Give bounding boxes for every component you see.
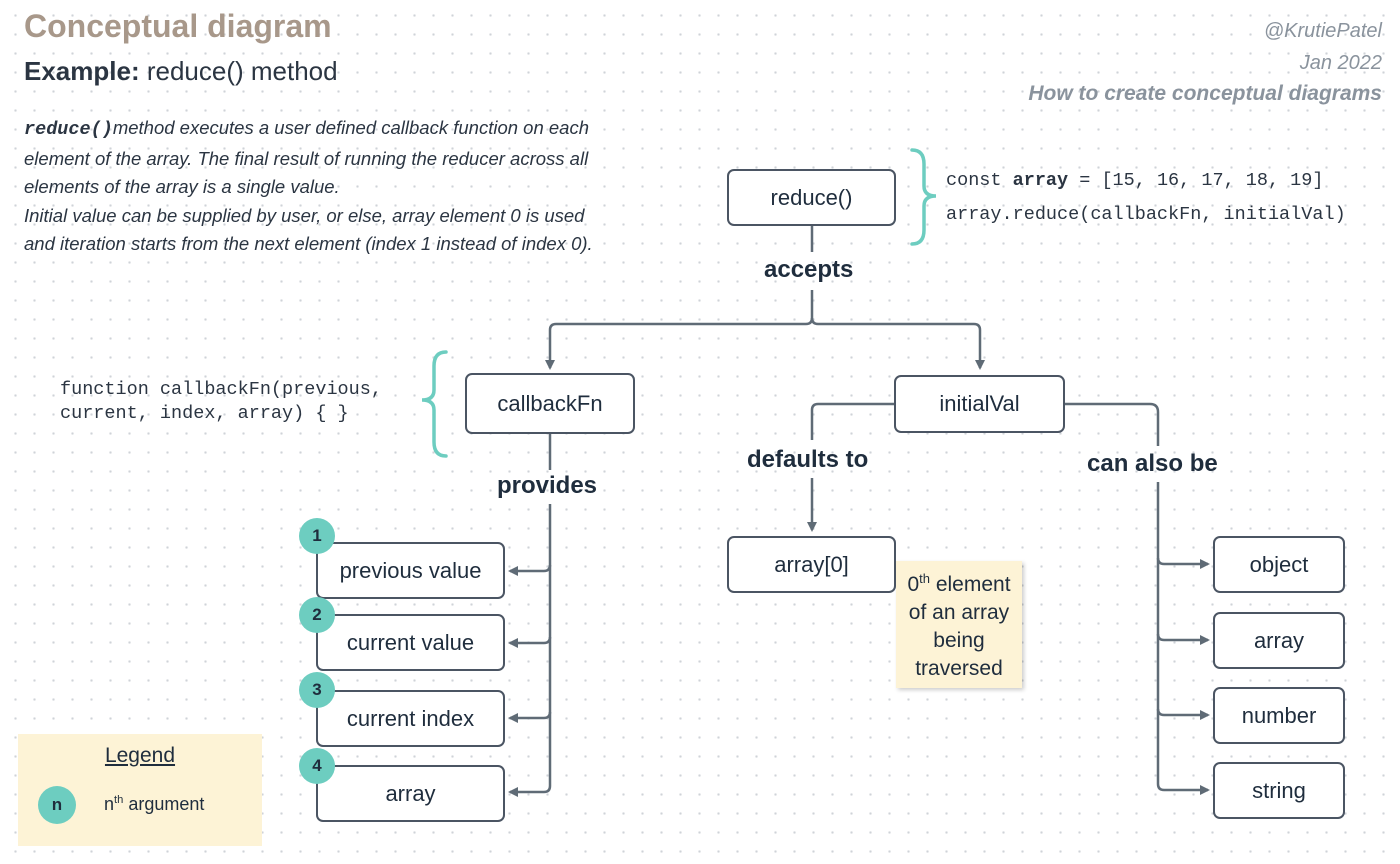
code-callback: function callbackFn(previous, current, i… (60, 378, 382, 426)
edge-type-object (1156, 557, 1210, 569)
node-arg-current-index: current index (316, 690, 505, 747)
badge-arg-1: 1 (299, 518, 335, 554)
sticky-note: 0th element of an array being traversed (896, 561, 1022, 688)
edge-type-number (1156, 708, 1210, 720)
page-subtitle: Example: reduce() method (24, 56, 338, 87)
legend-title: Legend (104, 744, 176, 767)
description-line-4: Initial value can be supplied by user, o… (24, 204, 585, 226)
node-type-array: array (1213, 612, 1345, 669)
code-callback-line-2: current, index, array) { } (60, 403, 349, 424)
edge-accepts-split (545, 290, 814, 370)
code-reduce: const array = [15, 16, 17, 18, 19] array… (946, 164, 1346, 232)
description-line-2: element of the array. The final result o… (24, 147, 589, 169)
legend-text-rest: argument (123, 794, 205, 814)
code-array-name: array (1012, 170, 1069, 191)
author-handle: @KrutiePatel (1263, 20, 1382, 42)
label-defaults-to: defaults to (747, 446, 869, 473)
node-type-string: string (1213, 762, 1345, 819)
legend-text-n: n (104, 794, 115, 814)
description-line-3: elements of the array is a single value. (24, 176, 340, 197)
note-line-3: being (933, 629, 985, 652)
node-type-number: number (1213, 687, 1345, 744)
node-initialval: initialVal (894, 375, 1065, 433)
series-title: How to create conceptual diagrams (1028, 82, 1382, 105)
legend-badge: n (38, 786, 76, 824)
edge-arg2 (508, 636, 552, 648)
note-line-1: element (930, 573, 1011, 596)
legend: Legend n nth argument (18, 734, 262, 846)
node-arg-current-value: current value (316, 614, 505, 671)
page-title: Conceptual diagram (24, 8, 332, 44)
edge-type-array (1156, 633, 1210, 645)
badge-arg-4: 4 (299, 748, 335, 784)
description-line-1: method executes a user defined callback … (112, 117, 589, 138)
code-callback-line-1: function callbackFn(previous, (60, 379, 382, 400)
note-superscript: th (919, 571, 930, 586)
code-const: const (946, 170, 1013, 191)
description-line-5: and iteration starts from the next eleme… (24, 233, 593, 254)
legend-text: nth argument (104, 794, 204, 815)
note-line-2: of an array (908, 601, 1010, 624)
node-array0: array[0] (727, 536, 896, 593)
label-can-also-be: can also be (1087, 450, 1218, 477)
note-line-4: traversed (915, 657, 1003, 680)
edge-arg1 (508, 564, 552, 576)
label-accepts: accepts (764, 256, 854, 283)
legend-text-sup: th (114, 794, 124, 806)
note-zero: 0 (907, 573, 920, 596)
node-arg-previous-value: previous value (316, 542, 505, 599)
edge-arg3 (508, 711, 552, 723)
edge-canalso-types (1156, 482, 1210, 795)
badge-arg-2: 2 (299, 597, 335, 633)
subtitle-method: reduce() method (146, 56, 338, 86)
edge-provides-args (508, 504, 552, 797)
brace-callback-code (421, 350, 448, 458)
brace-reduce-code (910, 148, 937, 246)
node-reduce: reduce() (727, 169, 896, 226)
edge-accepts-initialval (810, 317, 985, 370)
label-provides: provides (497, 472, 598, 499)
edge-initialval-canalso (1065, 402, 1160, 446)
date-label: Jan 2022 (1299, 52, 1382, 74)
node-type-object: object (1213, 536, 1345, 593)
description: reduce()method executes a user defined c… (24, 114, 664, 259)
code-array-values: = [15, 16, 17, 18, 19] (1068, 170, 1324, 191)
node-callbackfn: callbackFn (465, 373, 635, 434)
edge-initialval-defaults (810, 402, 894, 440)
badge-arg-3: 3 (299, 672, 335, 708)
code-reduce-call: array.reduce(callbackFn, initialVal) (946, 204, 1346, 225)
node-arg-array: array (316, 765, 505, 822)
subtitle-prefix: Example: (24, 56, 140, 86)
description-keyword: reduce() (24, 119, 113, 140)
